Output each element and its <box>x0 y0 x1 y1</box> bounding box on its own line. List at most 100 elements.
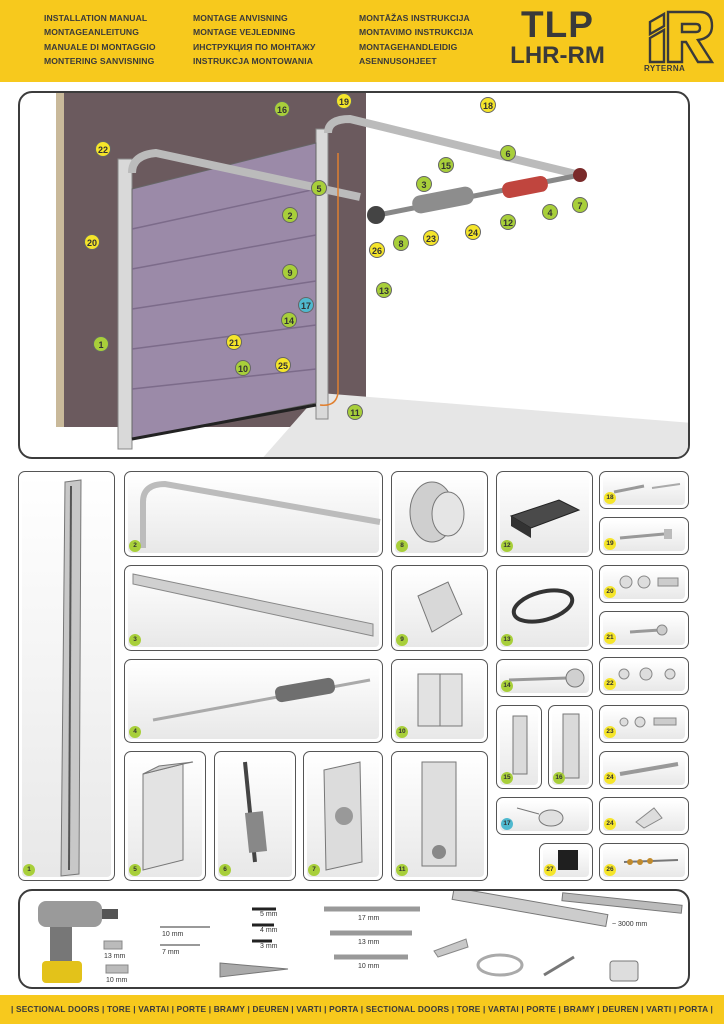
part-2-horizontal-track: 2 <box>124 471 383 557</box>
part-number: 18 <box>604 492 616 504</box>
bearing-plate-icon <box>323 761 363 871</box>
part-number: 19 <box>604 538 616 550</box>
part-number: 4 <box>129 726 141 738</box>
callout-18: 18 <box>480 97 496 113</box>
part-7-bearing-plate: 7 <box>303 751 383 881</box>
block-icon <box>558 850 578 870</box>
title-line: ИНСТРУКЦИЯ ПО МОНТАЖУ <box>193 41 316 52</box>
callout-5: 5 <box>311 180 327 196</box>
callout-24: 24 <box>465 224 481 240</box>
part-number: 26 <box>604 864 616 876</box>
title-line: ASENNUSOHJEET <box>359 55 437 66</box>
nut-set-icon <box>618 667 676 681</box>
part-number: 14 <box>501 680 513 692</box>
part-22-nut-set: 22 <box>599 657 689 695</box>
ruler-length-label: ~ 3000 mm <box>612 921 648 928</box>
part-number: 23 <box>604 726 616 738</box>
part-27-block: 27 <box>539 843 593 881</box>
part-11-bottom-bracket: 11 <box>391 751 488 881</box>
part-17-cable-clip: 17 <box>496 797 593 835</box>
brand-name: RYTERNA <box>644 64 686 73</box>
title-line: INSTRUKCJA MONTOWANIA <box>193 55 314 66</box>
part-8-cable-drum: 8 <box>391 471 488 557</box>
part-number: 24 <box>604 818 616 830</box>
title-column-2: MONTAGE ANVISNING MONTAGE VEJLEDNING ИНС… <box>193 11 316 68</box>
vertical-track-icon <box>60 479 82 877</box>
washer-set-icon <box>619 716 677 728</box>
hex-key-3-label: 3 mm <box>260 943 278 950</box>
part-26-bolt-washers: 26 <box>599 843 689 881</box>
callout-23: 23 <box>423 230 439 246</box>
bottom-bracket-icon <box>421 761 457 867</box>
part-14-roller: 14 <box>496 659 593 697</box>
callout-6: 6 <box>500 145 516 161</box>
part-number: 13 <box>501 634 513 646</box>
part-15-strap: 15 <box>496 705 542 789</box>
part-number: 24 <box>604 772 616 784</box>
product-variant: LHR-RM <box>510 42 605 69</box>
callout-20: 20 <box>84 234 100 250</box>
strap-icon <box>512 715 528 775</box>
part-number: 22 <box>604 678 616 690</box>
part-number: 15 <box>501 772 513 784</box>
socket-13-label: 13 mm <box>104 953 126 960</box>
part-number: 3 <box>129 634 141 646</box>
part-1-vertical-track: 1 <box>18 471 115 881</box>
part-number: 7 <box>308 864 320 876</box>
part-23-washer-set: 23 <box>599 705 689 743</box>
part-5-bracket: 5 <box>124 751 206 881</box>
wrench-13-label: 13 mm <box>358 939 380 946</box>
title-line: MONTAGE VEJLEDNING <box>193 27 296 38</box>
footer-categories: | SECTIONAL DOORS | TORE | VARTAI | PORT… <box>10 1004 714 1014</box>
part-number: 10 <box>396 726 408 738</box>
horizontal-track-icon <box>140 480 381 548</box>
callout-26: 26 <box>369 242 385 258</box>
callout-1: 1 <box>93 336 109 352</box>
angle-profile-icon <box>132 573 374 637</box>
key-icon <box>619 762 679 776</box>
spring-tensioner-icon <box>243 761 268 863</box>
part-16-top-bracket: 16 <box>548 705 593 789</box>
title-line: MANUALE DI MONTAGGIO <box>44 41 156 52</box>
part-18-anchor-bolt: 18 <box>599 471 689 509</box>
title-column-3: MONTĀŽAS INSTRUKCIJA MONTAVIMO INSTRUKCI… <box>359 11 473 68</box>
title-column-1: INSTALLATION MANUAL MONTAGEANLEITUNG MAN… <box>44 11 156 68</box>
tools-illustration <box>38 891 683 983</box>
bolt-set-icon <box>619 575 679 589</box>
part-number: 27 <box>544 864 556 876</box>
header-bar: INSTALLATION MANUAL MONTAGEANLEITUNG MAN… <box>0 0 724 82</box>
callout-14: 14 <box>281 312 297 328</box>
part-number: 2 <box>129 540 141 552</box>
product-title: TLP LHR-RM <box>500 6 615 68</box>
hinge-bracket-icon <box>417 581 463 633</box>
part-24-wedge: 24 <box>599 797 689 835</box>
drill-bit-7-label: 7 mm <box>162 949 180 956</box>
part-number: 21 <box>604 632 616 644</box>
callout-3: 3 <box>416 176 432 192</box>
callout-10: 10 <box>235 360 251 376</box>
bolt-icon <box>619 529 672 540</box>
callout-19: 19 <box>336 93 352 109</box>
anchor-bolt-icon <box>613 483 681 494</box>
cable-drum-icon <box>409 481 465 543</box>
part-9-hinge-bracket: 9 <box>391 565 488 651</box>
callout-15: 15 <box>438 157 454 173</box>
title-line: MONTAGEANLEITUNG <box>44 27 140 38</box>
footer-bar: | SECTIONAL DOORS | TORE | VARTAI | PORT… <box>0 995 724 1024</box>
bolt-washers-icon <box>623 858 679 865</box>
part-21-self-tapping-screw: 21 <box>599 611 689 649</box>
callout-7: 7 <box>572 197 588 213</box>
screw-icon <box>629 624 668 636</box>
part-number: 12 <box>501 540 513 552</box>
hex-key-4-label: 4 mm <box>260 927 278 934</box>
title-line: MONTAGE ANVISNING <box>193 13 288 23</box>
callout-17: 17 <box>298 297 314 313</box>
coupling-icon <box>509 499 581 538</box>
callout-16: 16 <box>274 101 290 117</box>
drill-bit-10-label: 10 mm <box>162 931 184 938</box>
callout-21: 21 <box>226 334 242 350</box>
part-20-bolt-set: 20 <box>599 565 689 603</box>
title-line: INSTALLATION MANUAL <box>44 13 148 23</box>
title-line: MONTAGEHANDLEIDIG <box>359 41 458 52</box>
roller-icon <box>508 668 585 688</box>
